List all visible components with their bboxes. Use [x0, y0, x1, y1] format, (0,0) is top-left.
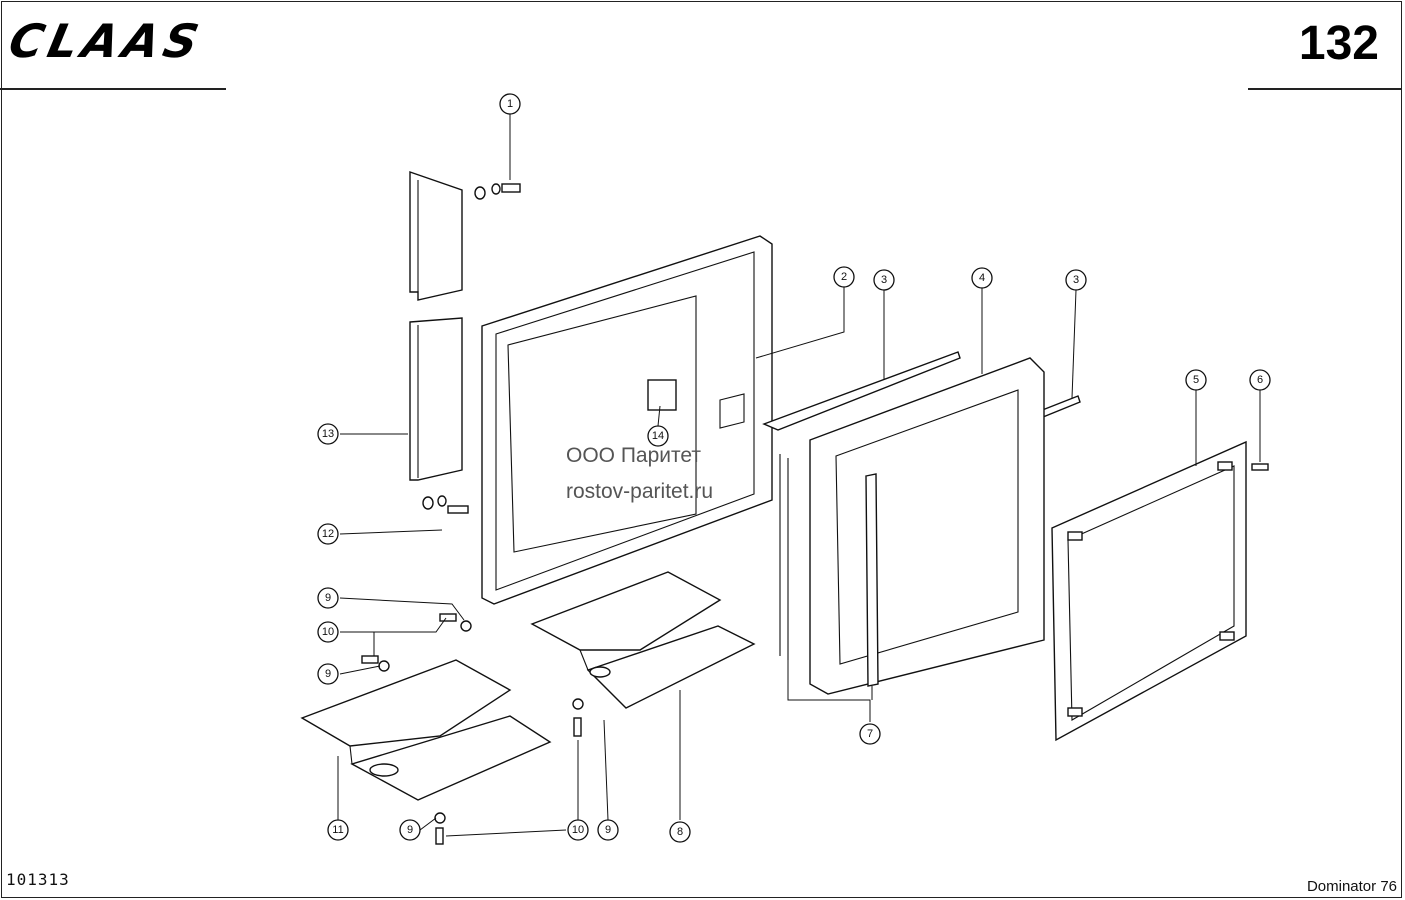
callout-3b: 3: [1065, 269, 1087, 291]
svg-text:1: 1: [507, 98, 513, 110]
svg-text:11: 11: [332, 824, 343, 836]
svg-text:14: 14: [652, 430, 664, 442]
svg-text:9: 9: [325, 668, 331, 680]
part-2-main-frame: [481, 235, 773, 605]
callout-9c: 9: [399, 819, 421, 841]
fasteners-9-10: [361, 613, 584, 845]
callout-6: 6: [1249, 369, 1271, 391]
part-1-bolt-set: [474, 183, 521, 200]
callout-9a: 9: [317, 587, 339, 609]
part-6-screw: [1251, 463, 1269, 471]
callout-9d: 9: [597, 819, 619, 841]
callout-7: 7: [859, 723, 881, 745]
watermark-company: ООО Паритет: [566, 444, 702, 467]
callout-1: 1: [499, 93, 521, 115]
callout-13: 13: [317, 423, 339, 445]
svg-text:5: 5: [1193, 374, 1199, 386]
part-5-flat-frame: [1051, 440, 1247, 742]
svg-text:9: 9: [407, 824, 413, 836]
part-7-strip: [865, 473, 879, 687]
callout-10b: 10: [567, 819, 589, 841]
svg-text:6: 6: [1257, 374, 1263, 386]
svg-text:12: 12: [322, 528, 334, 540]
part-3-rail-left: [762, 351, 961, 431]
part-11-bracket: [300, 659, 552, 801]
callout-11: 11: [327, 819, 349, 841]
svg-text:10: 10: [322, 626, 334, 638]
callout-8: 8: [669, 821, 691, 843]
callout-10a: 10: [317, 621, 339, 643]
svg-text:3: 3: [1073, 274, 1079, 286]
callout-2: 2: [833, 266, 855, 288]
page-number: 132: [1298, 17, 1379, 70]
svg-text:2: 2: [841, 271, 847, 283]
callout-4: 4: [971, 267, 993, 289]
header-rule-left: [0, 88, 226, 90]
callout-14: 14: [647, 425, 669, 447]
drawing-code: 101313: [6, 870, 70, 889]
svg-text:10: 10: [572, 824, 584, 836]
svg-text:9: 9: [325, 592, 331, 604]
model-name: Dominator 76: [1306, 878, 1397, 895]
part-8-bracket: [530, 571, 756, 709]
svg-text:7: 7: [867, 728, 873, 740]
svg-text:4: 4: [979, 272, 985, 284]
svg-text:3: 3: [881, 274, 887, 286]
watermark-url: rostov-paritet.ru: [566, 480, 714, 503]
part-13-channel: [409, 171, 463, 481]
svg-text:8: 8: [677, 826, 683, 838]
callout-5: 5: [1185, 369, 1207, 391]
part-12-bolt-set: [422, 495, 469, 514]
callout-9b: 9: [317, 663, 339, 685]
leader-lines: [337, 114, 1261, 837]
callout-12: 12: [317, 523, 339, 545]
svg-text:9: 9: [605, 824, 611, 836]
callout-3a: 3: [873, 269, 895, 291]
svg-text:13: 13: [322, 428, 334, 440]
header-rule-right: [1248, 88, 1402, 90]
